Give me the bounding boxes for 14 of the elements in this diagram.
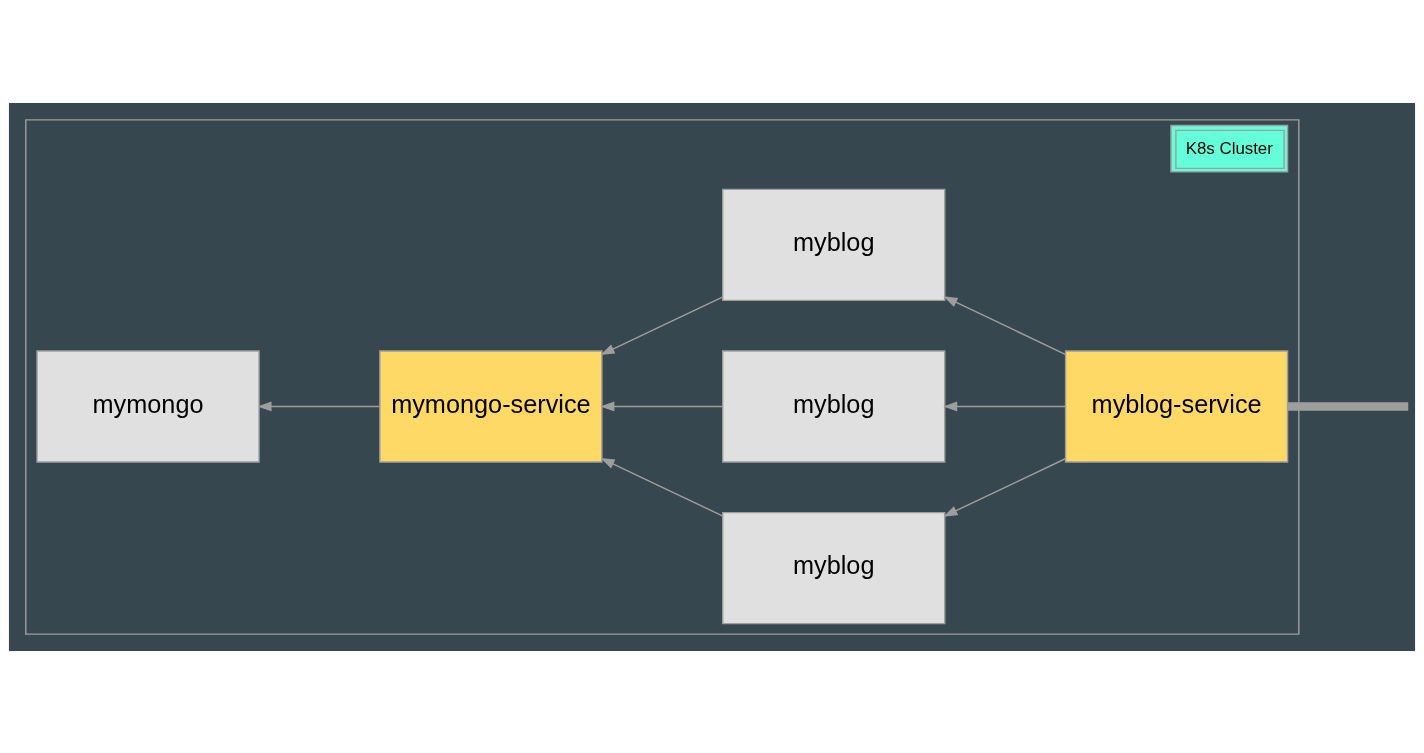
- connector: [1287, 401, 1409, 411]
- arrow: [257, 401, 381, 411]
- arrow: [600, 457, 724, 517]
- node-box: myblog: [722, 188, 946, 301]
- node-box: mymongo-service: [379, 349, 603, 463]
- arrow: [943, 457, 1066, 517]
- node-box: myblog-service: [1064, 349, 1289, 463]
- arrow: [600, 295, 724, 355]
- node-box: myblog: [722, 349, 946, 463]
- arrow: [943, 401, 1066, 411]
- node-box: mymongo: [36, 349, 260, 463]
- arrow: [600, 401, 724, 411]
- node-box: myblog: [722, 511, 946, 624]
- arrow: [943, 295, 1066, 355]
